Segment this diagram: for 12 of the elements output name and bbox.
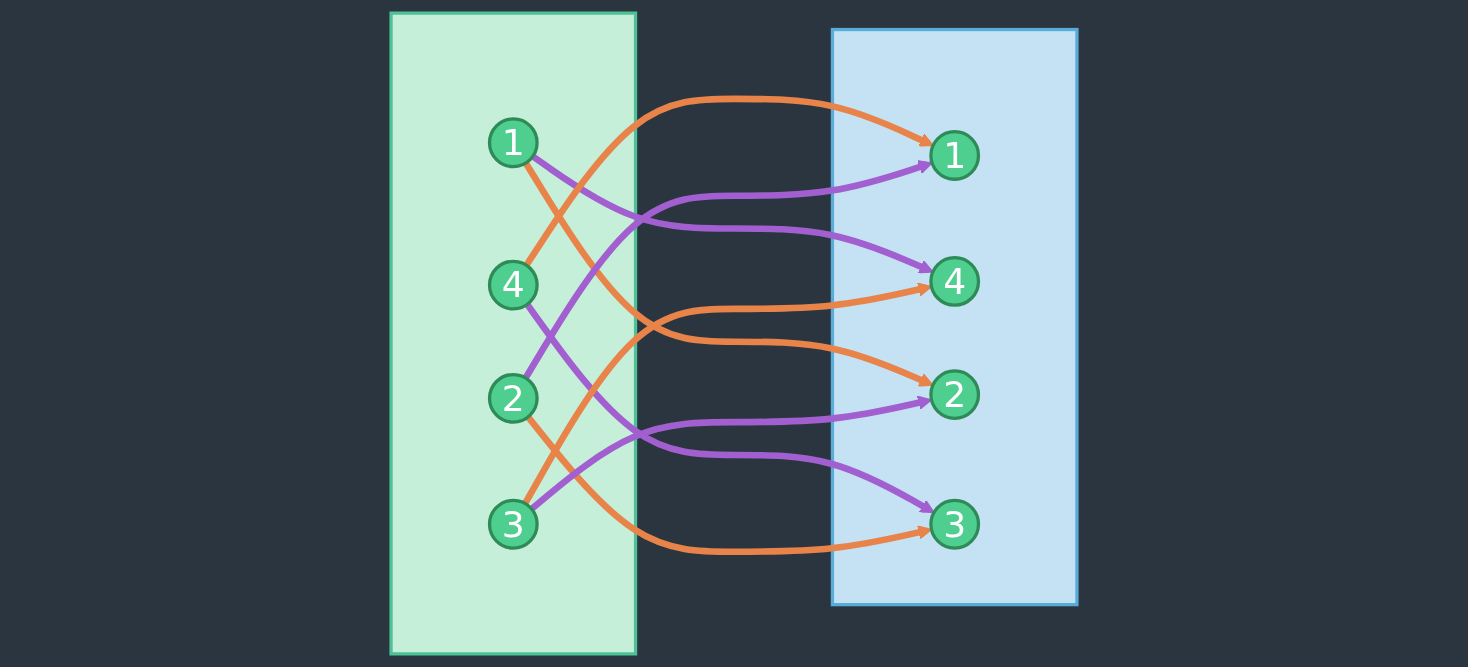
node-circle: 4 [929, 255, 981, 307]
node-circle: 1 [487, 117, 539, 169]
node-circle: 3 [929, 498, 981, 550]
arrow [530, 153, 934, 274]
node-circle: 2 [487, 372, 539, 424]
cluster [830, 27, 1079, 607]
cluster [389, 11, 638, 656]
node-circle: 1 [929, 130, 981, 181]
node-circle: 2 [929, 369, 981, 421]
arrow [523, 95, 934, 267]
node-circle: 3 [487, 498, 539, 550]
node-circle: 4 [487, 259, 539, 311]
